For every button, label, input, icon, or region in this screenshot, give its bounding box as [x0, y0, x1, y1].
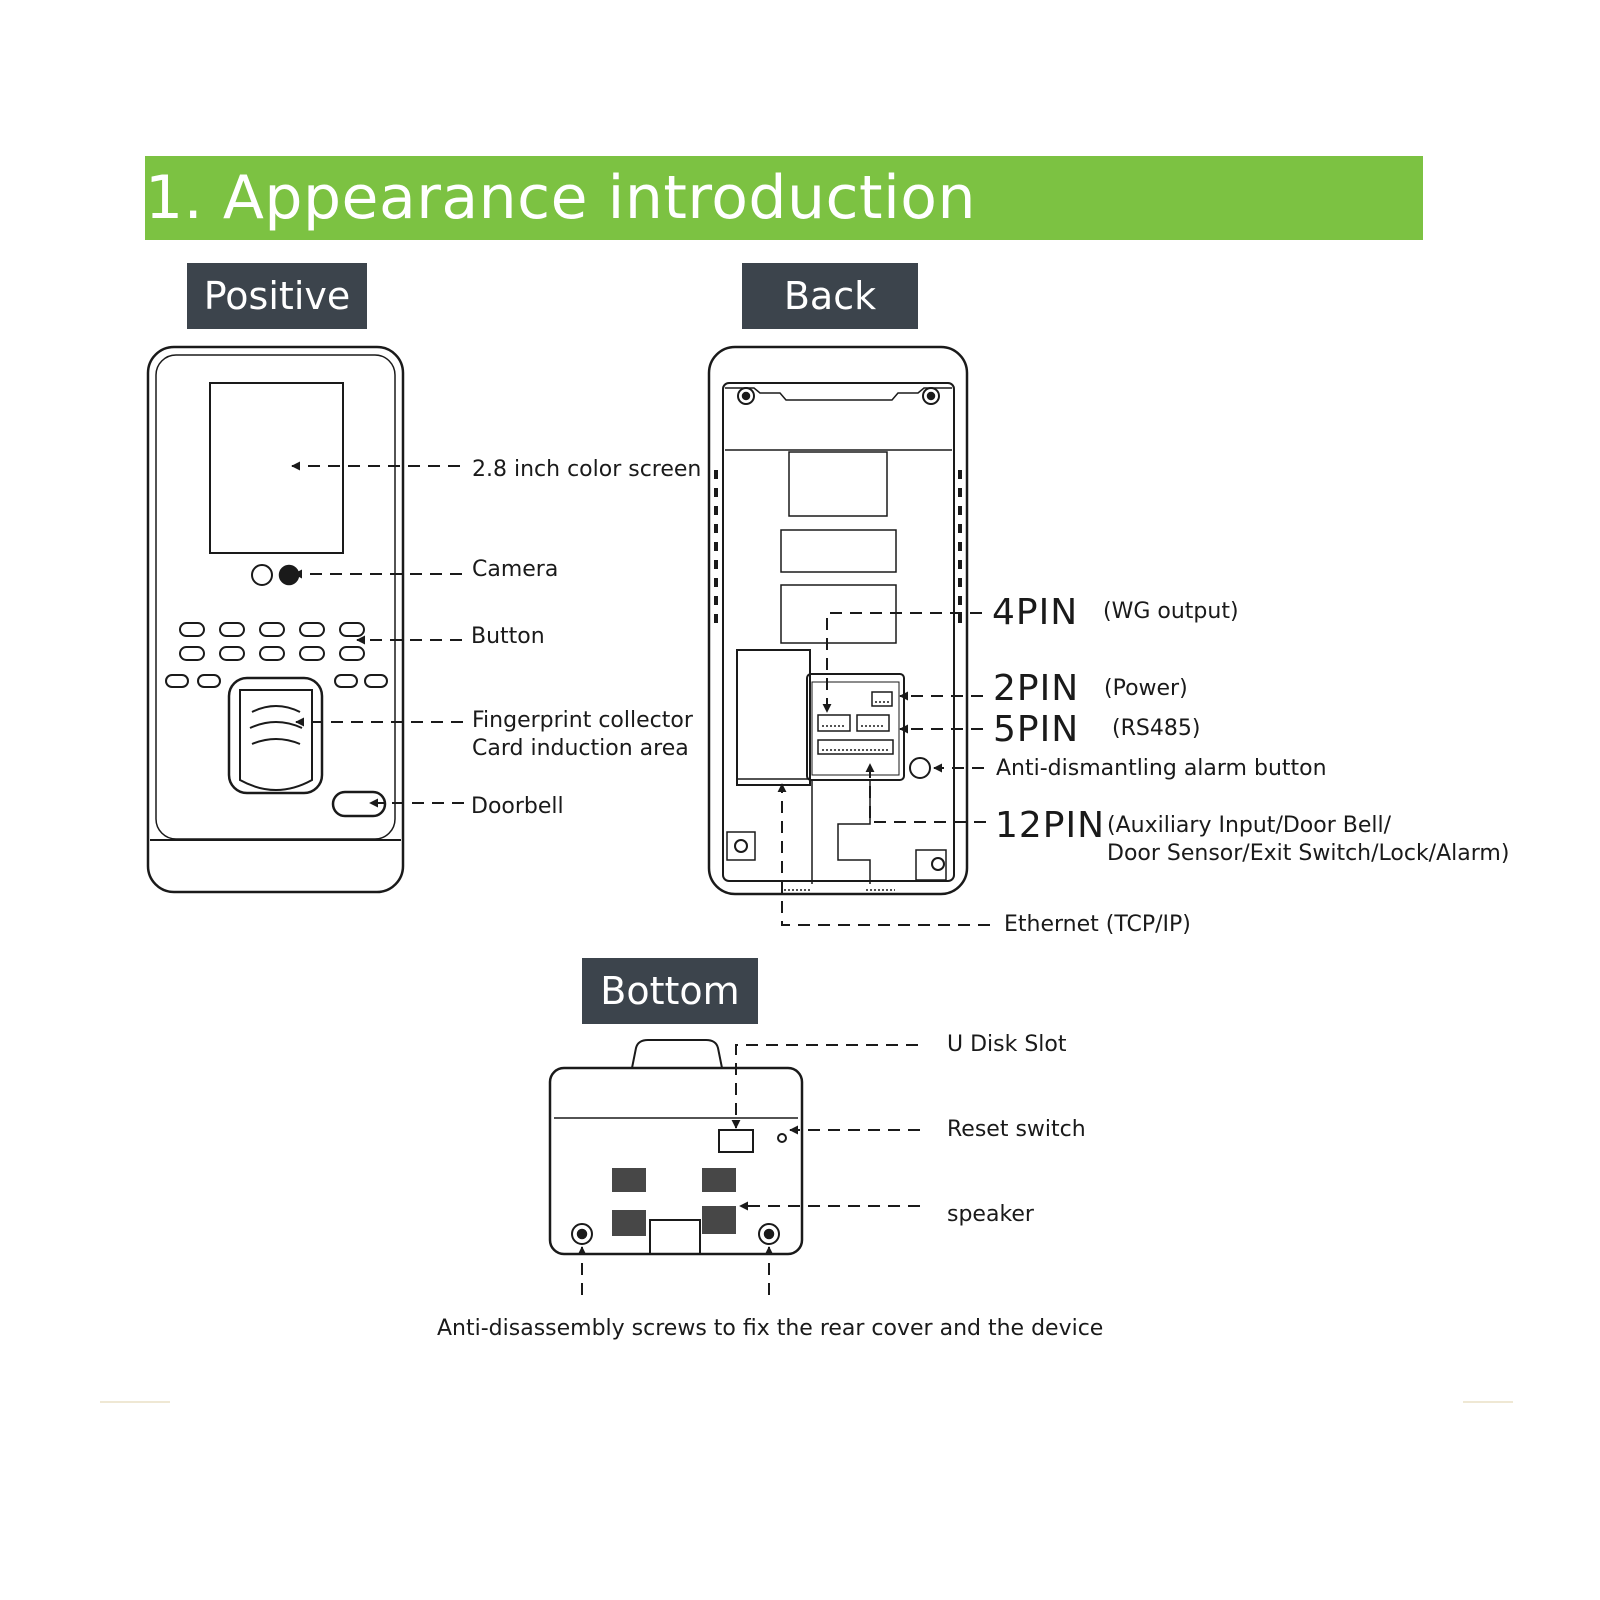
connector-2pin	[871, 691, 893, 707]
back-bottom-left-bracket	[726, 831, 756, 861]
bottom-top-tab	[631, 1039, 723, 1069]
screen-outline	[209, 382, 344, 554]
label-speaker: speaker	[947, 1202, 1034, 1227]
back-leader-lines	[777, 612, 990, 926]
back-pin-marks	[784, 701, 895, 891]
label-2pin-desc: (Power)	[1104, 676, 1188, 701]
keypad	[165, 622, 388, 688]
label-card-induction-area: Card induction area	[472, 736, 689, 761]
anti-dismantling-button-outline	[909, 757, 931, 779]
back-bottom-left-screw	[734, 839, 748, 853]
label-camera: Camera	[472, 557, 559, 582]
label-12pin-desc-line2: Door Sensor/Exit Switch/Lock/Alarm)	[1107, 841, 1510, 866]
usb-slot-outline	[718, 1129, 754, 1153]
front-outer-casing	[146, 345, 405, 894]
leader-udisk	[731, 1044, 918, 1129]
speaker-grille-bottom-left	[612, 1210, 646, 1236]
leader-ethernet	[777, 783, 990, 926]
doorbell-button-outline	[331, 790, 387, 818]
back-outer-casing	[707, 345, 969, 896]
back-side-vents	[714, 470, 962, 623]
leader-4pin	[822, 612, 982, 713]
label-button: Button	[471, 624, 545, 649]
fingerprint-sensor-ridges	[249, 705, 303, 745]
left-screw-outline	[571, 1223, 593, 1245]
section-tag-positive: Positive	[187, 263, 367, 329]
speaker-grilles	[612, 1168, 736, 1236]
connector-5pin	[856, 714, 890, 732]
section-tag-back: Back	[742, 263, 918, 329]
label-ethernet: Ethernet (TCP/IP)	[1004, 912, 1191, 937]
bottom-center-clip	[649, 1219, 701, 1255]
label-fingerprint-collector: Fingerprint collector	[472, 708, 693, 733]
label-5pin: 5PIN	[993, 709, 1080, 750]
page-title: 1. Appearance introduction	[145, 163, 976, 233]
front-device	[146, 345, 405, 894]
back-cable-channel	[811, 780, 871, 884]
connector-4pin	[817, 714, 851, 732]
label-anti-dismantling-alarm: Anti-dismantling alarm button	[996, 756, 1327, 781]
left-screw-center	[576, 1228, 588, 1240]
reset-hole	[777, 1133, 787, 1143]
back-bottom-right-screw	[931, 857, 945, 871]
right-screw-outline	[758, 1223, 780, 1245]
bottom-device	[548, 1039, 804, 1256]
label-4pin-desc: (WG output)	[1103, 599, 1239, 624]
back-device	[707, 345, 969, 896]
label-2pin: 2PIN	[993, 668, 1080, 709]
speaker-grille-top-right	[702, 1168, 736, 1192]
bottom-leader-lines	[577, 1044, 920, 1295]
front-leader-lines	[291, 461, 464, 808]
ethernet-module	[736, 649, 811, 786]
title-banner	[145, 156, 1423, 240]
back-top-right-screw-center	[926, 391, 936, 401]
section-tag-bottom: Bottom	[582, 958, 758, 1024]
label-reset-switch: Reset switch	[947, 1117, 1086, 1142]
fingerprint-housing	[227, 676, 324, 795]
back-label-plate-1	[788, 451, 888, 517]
back-bottom-right-bracket	[915, 849, 947, 881]
label-12pin-desc-line1: (Auxiliary Input/Door Bell/	[1107, 813, 1392, 838]
label-12pin: 12PIN	[995, 805, 1106, 846]
front-bezel	[155, 354, 396, 840]
label-u-disk-slot: U Disk Slot	[947, 1032, 1067, 1057]
back-top-left-screw	[737, 387, 755, 405]
back-label-plate-2	[780, 529, 897, 573]
connector-board-inner	[811, 681, 900, 776]
label-5pin-desc: (RS485)	[1112, 716, 1201, 741]
label-4pin: 4PIN	[992, 592, 1079, 633]
back-top-right-screw	[922, 387, 940, 405]
label-doorbell: Doorbell	[471, 794, 564, 819]
back-top-notch	[725, 387, 952, 401]
speaker-grille-bottom-right	[702, 1206, 736, 1234]
connector-12pin	[817, 739, 894, 755]
fingerprint-window	[239, 689, 313, 791]
label-anti-disassembly-screws: Anti-disassembly screws to fix the rear …	[437, 1316, 1104, 1341]
speaker-grille-top-left	[612, 1168, 646, 1192]
camera-lens-left	[251, 564, 273, 586]
right-screw-center	[763, 1228, 775, 1240]
back-top-left-screw-center	[741, 391, 751, 401]
label-color-screen: 2.8 inch color screen	[472, 457, 702, 482]
back-inner-cavity	[722, 382, 955, 882]
